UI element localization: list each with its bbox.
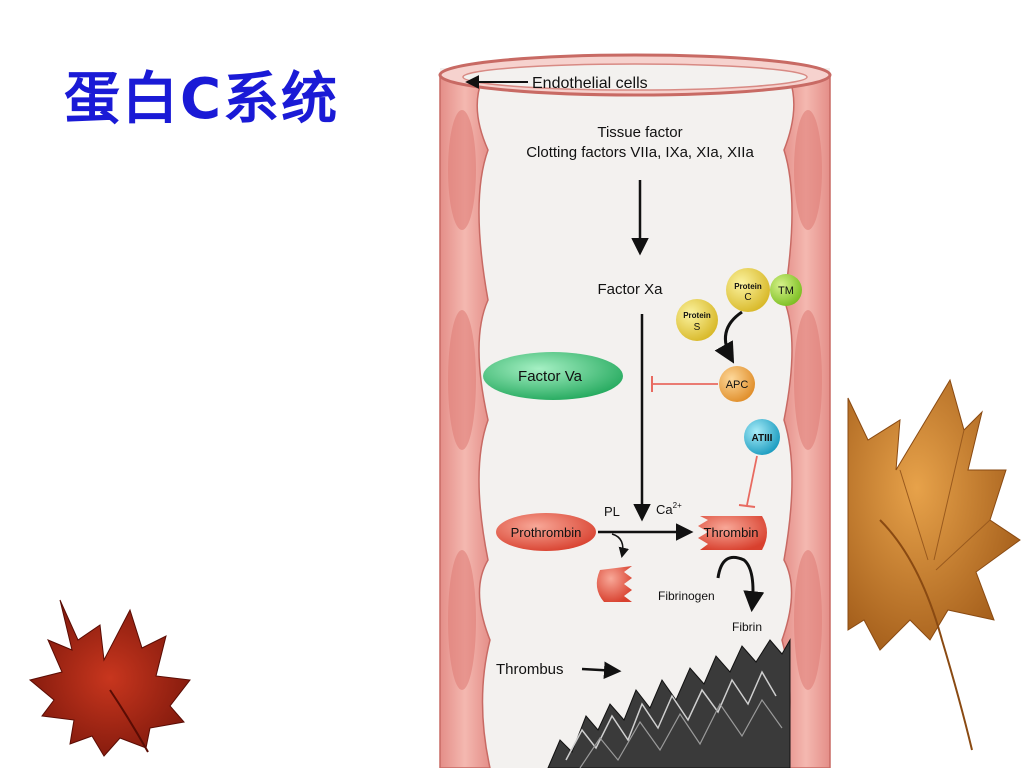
tissue-factor-label: Tissue factor: [597, 124, 682, 141]
apc-molecule: [719, 366, 755, 402]
apc-label: APC: [726, 379, 749, 391]
tm-molecule: [770, 274, 802, 306]
thrombus-label: Thrombus: [496, 661, 564, 678]
ca-label: Ca2+: [656, 501, 682, 517]
fibrinogen-to-fibrin-arrow: [716, 555, 765, 613]
atiii-inhibit-line: [746, 455, 758, 506]
protein-c-molecule: [726, 268, 770, 312]
atiii-molecule: [744, 419, 780, 455]
atiii-label: ATIII: [752, 433, 773, 444]
slide-title: 蛋白C系统: [64, 67, 340, 132]
thrombin-label: Thrombin: [704, 525, 759, 540]
protein-c-label: Protein: [734, 282, 762, 291]
vessel-opening-inner: [462, 63, 808, 91]
protein-c-to-apc-arrow: [714, 310, 743, 364]
factor-xa-label: Factor Xa: [597, 281, 663, 298]
factor-va-label: Factor Va: [518, 368, 583, 385]
protein-s-label: Protein: [683, 311, 711, 320]
endothelial-label: Endothelial cells: [532, 75, 648, 92]
protein-c-letter: C: [744, 292, 751, 303]
prothrombin-molecule: [496, 513, 596, 551]
thrombus-arrow: [581, 661, 622, 679]
blood-vessel: [438, 53, 832, 768]
endothelial-cell: [794, 110, 822, 230]
prothrombin-label: Prothrombin: [511, 525, 582, 540]
endothelial-cell: [448, 550, 476, 690]
endothelial-cell: [448, 110, 476, 230]
protein-s-letter: S: [694, 322, 701, 333]
ca-superscript: 2+: [673, 501, 682, 510]
clotting-factors-label: Clotting factors VIIa, IXa, XIa, XIIa: [526, 144, 754, 161]
endothelial-cell: [448, 310, 476, 450]
tm-label: TM: [778, 285, 794, 297]
fibrin-label: Fibrin: [732, 620, 762, 634]
fibrinogen-label: Fibrinogen: [658, 589, 715, 603]
fragment-arrow: [611, 533, 629, 559]
maple-leaf-red-decoration: [28, 599, 191, 757]
endothelial-cell: [794, 310, 822, 450]
thrombus-mass: [547, 638, 791, 768]
protein-s-molecule: [676, 299, 718, 341]
thrombin-molecule: [698, 516, 767, 550]
endothelial-cell: [794, 550, 822, 690]
maple-leaf-orange-decoration: [847, 378, 1021, 751]
atiii-inhibit-bar: [738, 504, 756, 508]
prothrombin-fragment: [596, 566, 632, 602]
ca-text: Ca: [656, 502, 673, 517]
factor-va-molecule: [483, 352, 623, 400]
pl-label: PL: [604, 504, 620, 519]
